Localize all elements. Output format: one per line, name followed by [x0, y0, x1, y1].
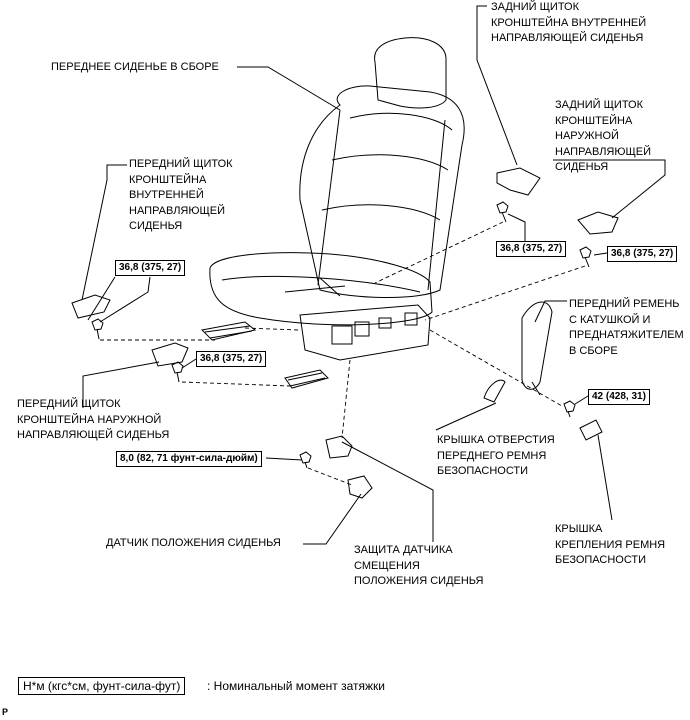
sensor-protector-part: [325, 435, 353, 459]
seat-rail-outer: [284, 369, 329, 389]
seat-rail-inner: [200, 321, 257, 341]
bolt: [91, 318, 104, 340]
bolt: [563, 400, 576, 418]
label-sensor-protector: ЗАЩИТА ДАТЧИКА СМЕЩЕНИЯ ПОЛОЖЕНИЯ СИДЕНЬ…: [354, 544, 484, 587]
torque-front-inner: 36,8 (375, 27): [115, 260, 186, 276]
seat-headrest: [374, 37, 447, 109]
seat-belt-part: [521, 301, 553, 390]
rear-outer-guard-part: [577, 211, 619, 235]
belt-hole-cover-part: [483, 379, 506, 403]
bolt: [579, 246, 592, 268]
label-front-outer-guard: ПЕРЕДНИЙ ЩИТОК КРОНШТЕЙНА НАРУЖНОЙ НАПРА…: [17, 398, 170, 441]
seat-cushion: [209, 252, 433, 326]
bolt: [299, 451, 312, 469]
front-inner-guard-part: [71, 294, 111, 319]
torque-front-outer: 36,8 (375, 27): [196, 351, 267, 367]
label-front-belt: ПЕРЕДНИЙ РЕМЕНЬ С КАТУШКОЙ И ПРЕДНАТЯЖИТ…: [569, 298, 684, 357]
seat-position-sensor-part: [347, 475, 373, 499]
belt-anchor-cover-part: [579, 419, 603, 441]
bolt: [496, 201, 509, 223]
rear-inner-guard-part: [496, 167, 541, 196]
label-rear-inner-guard: ЗАДНИЙ ЩИТОК КРОНШТЕЙНА ВНУТРЕННЕЙ НАПРА…: [491, 1, 647, 44]
label-belt-anchor-cover: КРЫШКА КРЕПЛЕНИЯ РЕМНЯ БЕЗОПАСНОСТИ: [555, 523, 666, 566]
front-outer-guard-part: [151, 342, 189, 367]
label-front-seat-assembly: ПЕРЕДНЕЕ СИДЕНЬЕ В СБОРЕ: [51, 61, 219, 73]
label-rear-outer-guard: ЗАДНИЙ ЩИТОК КРОНШТЕЙНА НАРУЖНОЙ НАПРАВЛ…: [555, 99, 652, 173]
torque-belt: 42 (428, 31): [588, 389, 650, 405]
torque-rear-outer: 36,8 (375, 27): [607, 246, 678, 262]
label-front-inner-guard: ПЕРЕДНИЙ ЩИТОК КРОНШТЕЙНА ВНУТРЕННЕЙ НАП…: [129, 158, 233, 232]
torque-rear-inner: 36,8 (375, 27): [496, 241, 567, 257]
torque-sensor: 8,0 (82, 71 фунт-сила-дюйм): [116, 451, 262, 467]
seat-side-panel: [299, 304, 431, 361]
label-seat-position-sensor: ДАТЧИК ПОЛОЖЕНИЯ СИДЕНЬЯ: [106, 537, 281, 549]
legend-description: : Номинальный момент затяжки: [207, 679, 385, 693]
bolt: [171, 361, 184, 383]
corner-mark: P: [2, 707, 9, 717]
legend-unit-box: Н*м (кгс*см, фунт-сила-фут): [18, 677, 186, 695]
seat-back: [299, 85, 465, 298]
label-belt-hole-cover: КРЫШКА ОТВЕРСТИЯ ПЕРЕДНЕГО РЕМНЯ БЕЗОПАС…: [437, 434, 555, 477]
